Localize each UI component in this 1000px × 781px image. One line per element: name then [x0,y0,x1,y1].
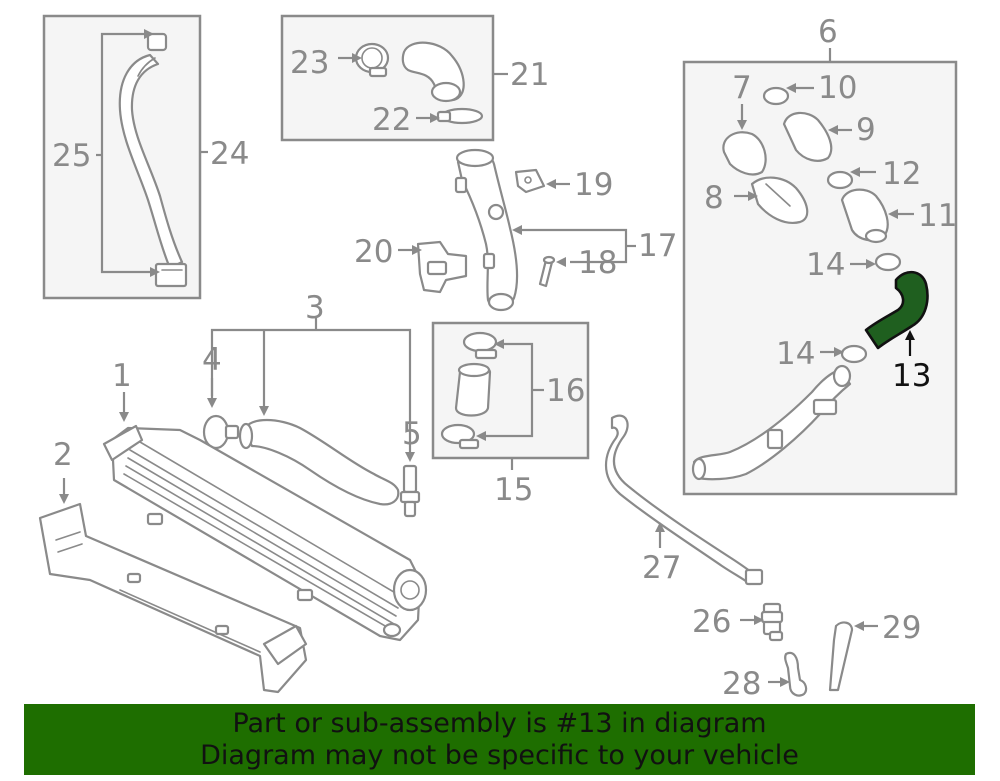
callout-13[interactable]: 13 [892,358,931,394]
leader-28 [768,677,790,687]
hose-3-drawing [238,419,400,506]
callout-5[interactable]: 5 [402,416,422,452]
callout-17[interactable]: 17 [638,228,677,264]
part-20-drawing [416,240,468,294]
callout-6[interactable]: 6 [818,14,838,50]
callout-9[interactable]: 9 [856,112,876,148]
part-19-drawing [514,168,546,194]
callout-22[interactable]: 22 [372,102,411,138]
parts-16-drawing [440,331,498,450]
pipe-bottom-drawing [691,364,852,481]
leader-2 [59,478,69,504]
shroud-2-drawing [38,502,308,694]
callout-15[interactable]: 15 [494,472,533,508]
parts-7-12-drawing [722,86,902,364]
callout-20[interactable]: 20 [354,234,393,270]
info-banner: Part or sub-assembly is #13 in diagram D… [24,704,975,775]
sensor-5-drawing [399,464,421,518]
banner-line-2: Diagram may not be specific to your vehi… [200,739,799,771]
callout-16[interactable]: 16 [546,373,585,409]
callout-19[interactable]: 19 [574,167,613,203]
banner-line-1: Part or sub-assembly is #13 in diagram [232,707,767,739]
callout-21[interactable]: 21 [510,57,549,93]
callout-10[interactable]: 10 [818,70,857,106]
leader-17-20 [398,179,636,267]
callout-12[interactable]: 12 [882,156,921,192]
pipe-17-drawing [454,148,519,312]
callout-8[interactable]: 8 [704,180,724,216]
parts-21-23-drawing [354,41,484,125]
leader-3 [210,318,415,462]
leader-1 [119,392,129,422]
callout-23[interactable]: 23 [290,45,329,81]
callout-29[interactable]: 29 [882,610,921,646]
hose-13-drawing[interactable] [864,270,929,350]
callout-25[interactable]: 25 [52,138,91,174]
callout-26[interactable]: 26 [692,604,731,640]
intercooler-1-drawing [102,424,428,642]
leader-15-16 [476,339,544,470]
clamp-4-drawing [202,414,240,450]
callout-28[interactable]: 28 [722,666,761,702]
callout-11[interactable]: 11 [918,198,957,234]
hose-28-drawing [784,651,808,697]
tube-27-drawing [605,414,764,586]
pipe-29-drawing [828,621,854,692]
callout-18[interactable]: 18 [578,245,617,281]
sensor-26-drawing [760,602,784,642]
callout-7[interactable]: 7 [732,70,752,106]
callout-14-lower[interactable]: 14 [776,336,815,372]
leader-24-25 [96,29,208,277]
callout-2[interactable]: 2 [53,437,73,473]
callout-4[interactable]: 4 [202,342,222,378]
leader-27 [655,522,665,548]
leader-6-internals [734,83,915,357]
part-18-drawing [538,255,556,288]
leader-4 [207,378,217,408]
callout-27[interactable]: 27 [642,550,681,586]
callout-1[interactable]: 1 [112,358,132,394]
leader-26 [740,615,764,625]
leader-29 [854,621,878,631]
callout-3[interactable]: 3 [305,290,325,326]
leader-21-23 [338,53,508,123]
hose-25-drawing [118,32,188,288]
callout-14-upper[interactable]: 14 [806,247,845,283]
callout-24[interactable]: 24 [210,136,249,172]
